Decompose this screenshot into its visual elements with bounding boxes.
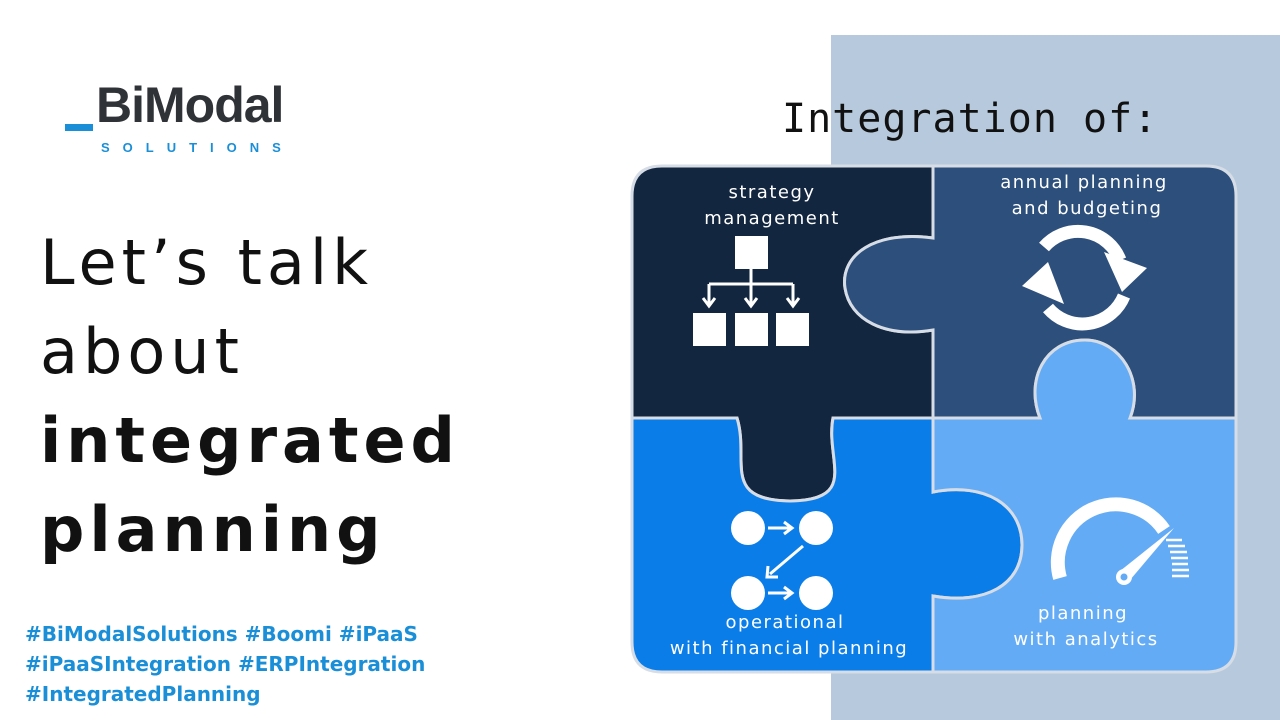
gauge-icon — [1050, 497, 1189, 585]
hashtags-line-2: #iPaaSIntegration #ERPIntegration — [25, 652, 426, 676]
budgeting-label-line-1: annual planning — [1000, 172, 1168, 193]
refresh-cycle-icon — [1022, 224, 1147, 331]
logo-subtitle: SOLUTIONS — [101, 140, 294, 155]
headline-line-3: integrated — [40, 404, 460, 477]
hierarchy-icon — [693, 236, 809, 346]
headline-line-4: planning — [40, 493, 386, 566]
workflow-icon — [731, 511, 833, 610]
hashtags: #BiModalSolutions #Boomi #iPaaS #iPaaSIn… — [25, 619, 495, 709]
headline-line-1: Let’s talk — [40, 226, 374, 299]
strategy-label-line-2: management — [704, 208, 840, 229]
hashtags-line-1: #BiModalSolutions #Boomi #iPaaS — [25, 622, 418, 646]
section-title: Integration of: — [782, 96, 1159, 142]
budgeting-label-line-2: and budgeting — [1012, 198, 1163, 219]
analytics-label-line-2: with analytics — [1013, 629, 1158, 650]
analytics-label-line-1: planning — [1038, 603, 1128, 624]
logo-underscore-mark — [65, 124, 93, 131]
operational-label-line-1: operational — [726, 612, 845, 633]
operational-label-line-2: with financial planning — [670, 638, 908, 659]
logo-wordmark: BiModal — [96, 77, 284, 133]
hashtags-line-3: #IntegratedPlanning — [25, 682, 261, 706]
headline-line-2: about — [40, 315, 244, 388]
strategy-label-line-1: strategy — [728, 182, 815, 203]
headline: Let’s talk about integrated planning — [40, 218, 460, 574]
